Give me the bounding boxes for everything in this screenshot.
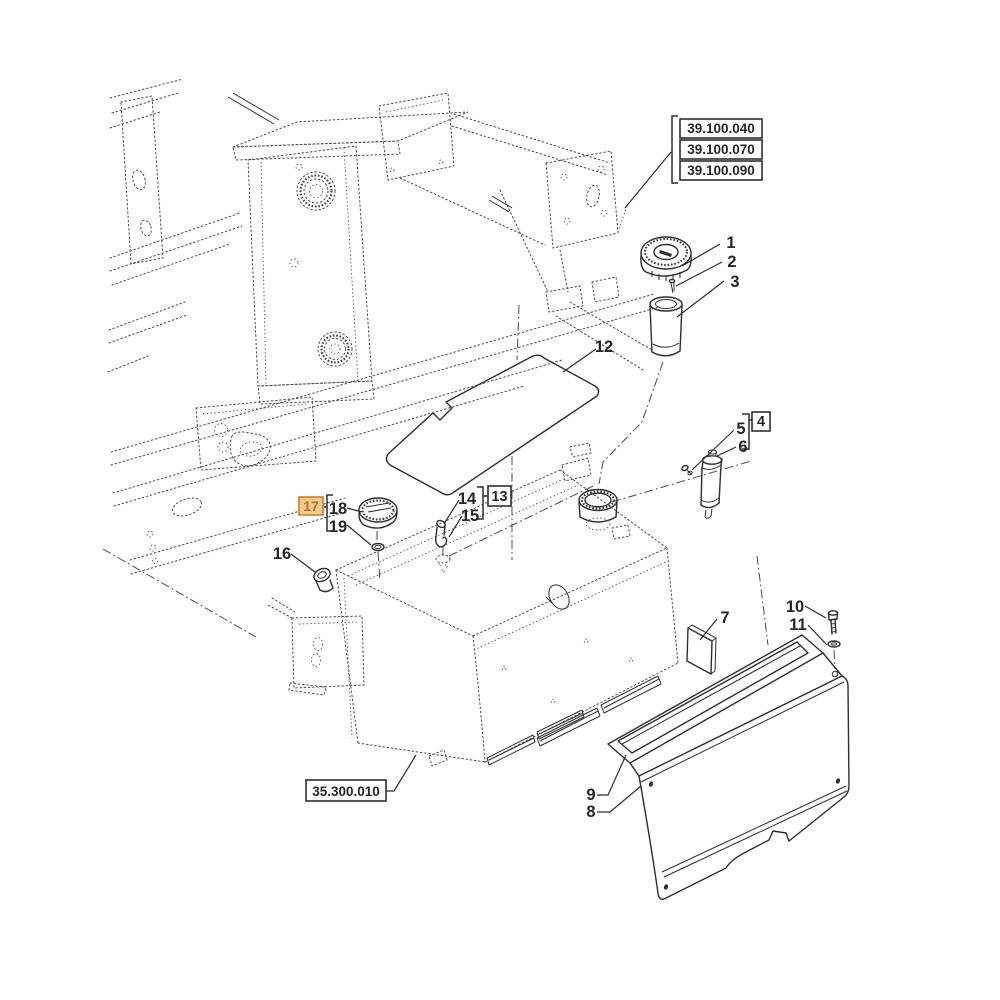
centerlines (376, 304, 836, 670)
callout-box-13[interactable]: 13 (487, 485, 512, 507)
fuel-level-sensor-part (700, 449, 723, 519)
upper-frame-member (378, 92, 653, 371)
callout-box-4[interactable]: 4 (751, 411, 771, 432)
pivot-boss-lower (317, 331, 353, 367)
wear-strip-part (617, 641, 809, 754)
ref-box-39-100-090[interactable]: 39.100.090 (679, 160, 763, 181)
callout-16: 16 (273, 545, 291, 563)
callout-6: 6 (738, 438, 747, 456)
machine-frame (102, 78, 660, 638)
filler-neck-base (578, 488, 618, 531)
callout-3: 3 (730, 273, 739, 291)
callouts: 1 2 3 5 6 7 8 9 10 11 12 14 15 16 18 19 … (273, 115, 828, 821)
cover-panel (607, 610, 850, 900)
callout-1: 1 (726, 234, 735, 252)
pad-part (385, 354, 600, 496)
filler-tube-part (649, 296, 683, 357)
callout-18: 18 (329, 500, 347, 518)
loader-tower (195, 92, 469, 471)
ref-boxes-bracket (671, 115, 678, 184)
ref-box-39-100-040[interactable]: 39.100.040 (679, 118, 763, 139)
callout-9: 9 (586, 786, 595, 804)
ref-box-3-label: 39.100.090 (687, 163, 755, 178)
parts (313, 236, 723, 675)
fuel-tank (335, 442, 679, 767)
callout-4-label: 4 (757, 414, 765, 430)
ref-box-1-label: 39.100.040 (687, 121, 755, 136)
callout-17-label: 17 (303, 498, 319, 514)
strap-hook-part (435, 519, 448, 548)
section-box-label: 35.300.010 (312, 784, 380, 799)
group-13-bracket (477, 486, 484, 520)
pivot-boss-upper (296, 171, 336, 211)
section-cut-line (102, 548, 257, 638)
sensor-screw-part (681, 464, 693, 476)
callout-box-17-highlighted[interactable]: 17 (298, 496, 324, 516)
o-ring-part (371, 542, 385, 552)
section-box-35-300-010[interactable]: 35.300.010 (305, 779, 387, 802)
callout-12: 12 (595, 338, 613, 356)
ref-box-2-label: 39.100.070 (687, 142, 755, 157)
callout-5: 5 (736, 420, 745, 438)
flange-bolt-hole (831, 670, 839, 678)
callout-11: 11 (789, 616, 806, 634)
callout-15: 15 (461, 507, 479, 525)
ref-box-39-100-070[interactable]: 39.100.070 (679, 139, 763, 160)
group-17-bracket (326, 494, 333, 532)
tank-cap-part (358, 497, 398, 529)
bolt-part (827, 610, 839, 635)
cap-retainer-pin-part (668, 278, 676, 294)
callout-8: 8 (586, 803, 595, 821)
group-4-bracket (742, 413, 750, 450)
callout-19: 19 (329, 518, 347, 536)
fuel-cap-part (640, 236, 692, 281)
callout-14: 14 (458, 490, 477, 508)
tank-bottom-rails (486, 675, 662, 766)
drain-plug-part (313, 567, 334, 593)
tow-hook (229, 431, 271, 467)
callout-7: 7 (720, 609, 729, 627)
mounting-bracket (267, 597, 365, 696)
callout-2: 2 (727, 253, 736, 271)
plate-part (686, 624, 717, 675)
strap-grommet (435, 554, 451, 564)
washer-part (827, 640, 841, 648)
callout-13-label: 13 (491, 489, 507, 505)
callout-10: 10 (786, 598, 804, 616)
